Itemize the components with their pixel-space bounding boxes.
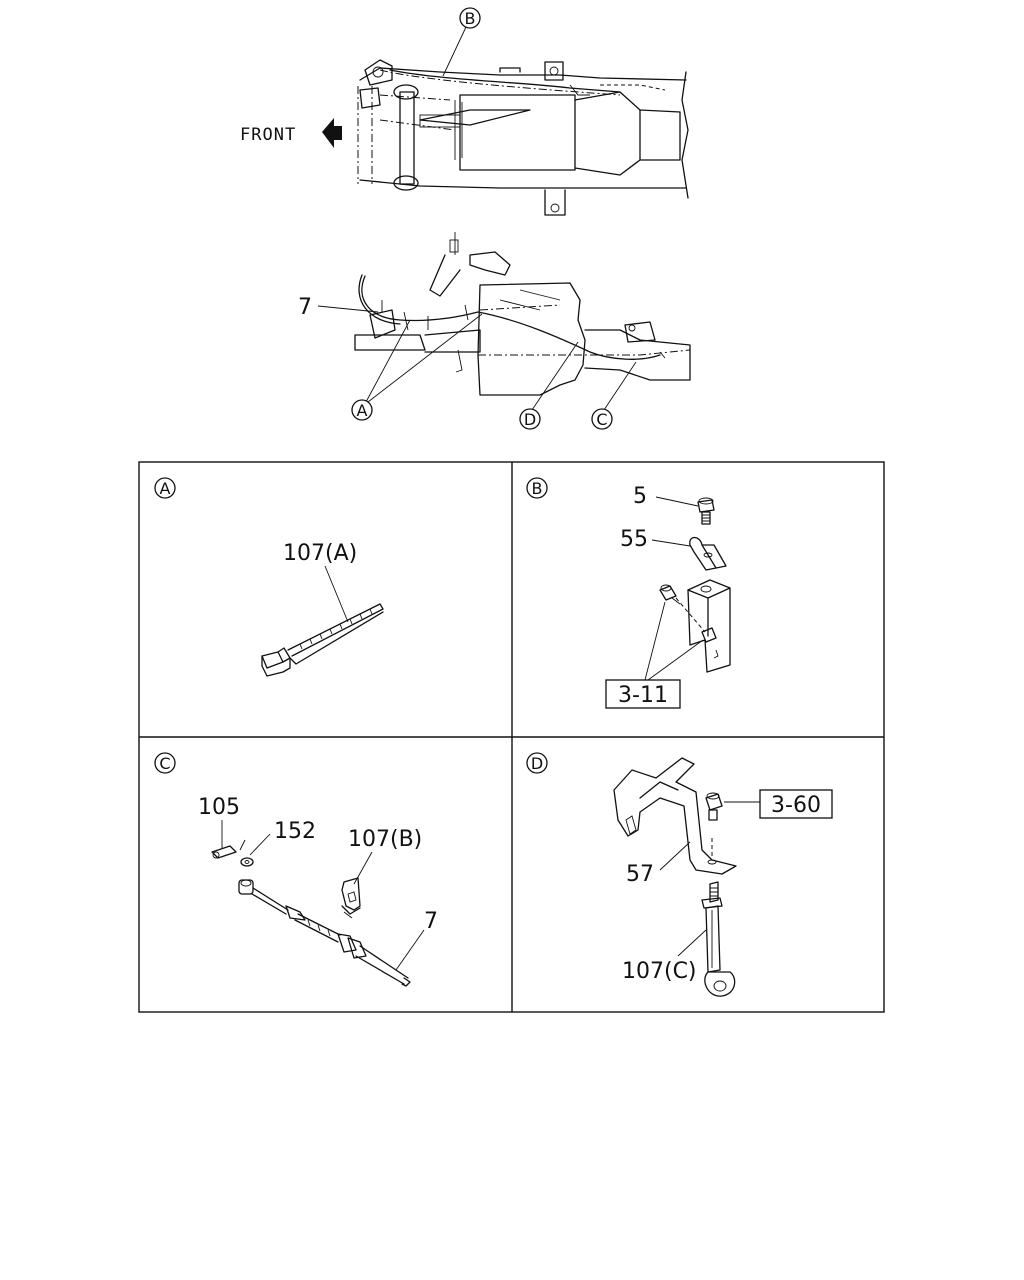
panel-a-letter: A xyxy=(160,479,171,498)
cable-7-label: 7 xyxy=(424,909,438,934)
cable-7-drawing xyxy=(238,879,411,987)
ref-3-60-label: 3-60 xyxy=(771,793,821,818)
panel-c: C 105 152 7 xyxy=(154,752,438,987)
tie-c-drawing xyxy=(701,881,736,997)
ref-3-11-label: 3-11 xyxy=(618,683,668,708)
tie-c-label: 107(C) xyxy=(622,959,697,984)
ref-3-11-box xyxy=(605,679,681,709)
washer-152-drawing xyxy=(240,857,254,867)
chassis-side-view: 7 A D C xyxy=(298,232,691,430)
bolt-3-60-drawing xyxy=(705,792,723,821)
panel-d-letter: D xyxy=(531,754,543,773)
panel-b-letter: B xyxy=(532,479,543,498)
callout-d-circle xyxy=(519,408,541,430)
bolt-3-11-drawing xyxy=(659,584,717,643)
ref-3-60-box xyxy=(759,789,833,819)
bracket-57-label: 57 xyxy=(626,862,654,887)
panel-c-letter: C xyxy=(159,754,170,773)
callout-b-circle xyxy=(459,7,481,29)
panel-a-badge xyxy=(154,477,176,499)
bolt-5-label: 5 xyxy=(633,484,647,509)
panel-d-badge xyxy=(526,752,548,774)
tie-a-label: 107(A) xyxy=(283,541,357,566)
overview-cable-label: 7 xyxy=(298,295,312,320)
clip-55-label: 55 xyxy=(620,527,648,552)
callout-c-circle xyxy=(591,408,613,430)
callout-a-circle xyxy=(351,399,373,421)
panel-b-badge xyxy=(526,477,548,499)
callout-c-letter: C xyxy=(596,410,607,429)
front-arrow-icon xyxy=(322,118,342,148)
callout-b-letter: B xyxy=(465,9,476,28)
bolt-5-drawing xyxy=(697,497,715,525)
panel-a: A 107(A) xyxy=(154,477,384,677)
bracket-b-drawing xyxy=(687,579,731,673)
tie-b-drawing xyxy=(341,877,361,919)
bracket-57-drawing xyxy=(613,757,737,875)
callout-a-letter: A xyxy=(357,401,368,420)
panel-c-badge xyxy=(154,752,176,774)
pin-105-drawing xyxy=(211,845,237,859)
front-label: FRONT xyxy=(240,125,296,145)
washer-152-label: 152 xyxy=(274,819,316,844)
pin-105-label: 105 xyxy=(198,795,240,820)
panel-d: D 57 3-60 107(C) xyxy=(526,752,833,997)
cable-tie-a-drawing xyxy=(261,603,384,677)
clip-55-drawing xyxy=(689,536,727,571)
chassis-top-view: FRONT B xyxy=(240,7,689,216)
tie-b-label: 107(B) xyxy=(348,827,422,852)
callout-d-letter: D xyxy=(524,410,536,429)
detail-grid xyxy=(138,461,885,1013)
panel-b: B 5 55 xyxy=(526,477,731,709)
